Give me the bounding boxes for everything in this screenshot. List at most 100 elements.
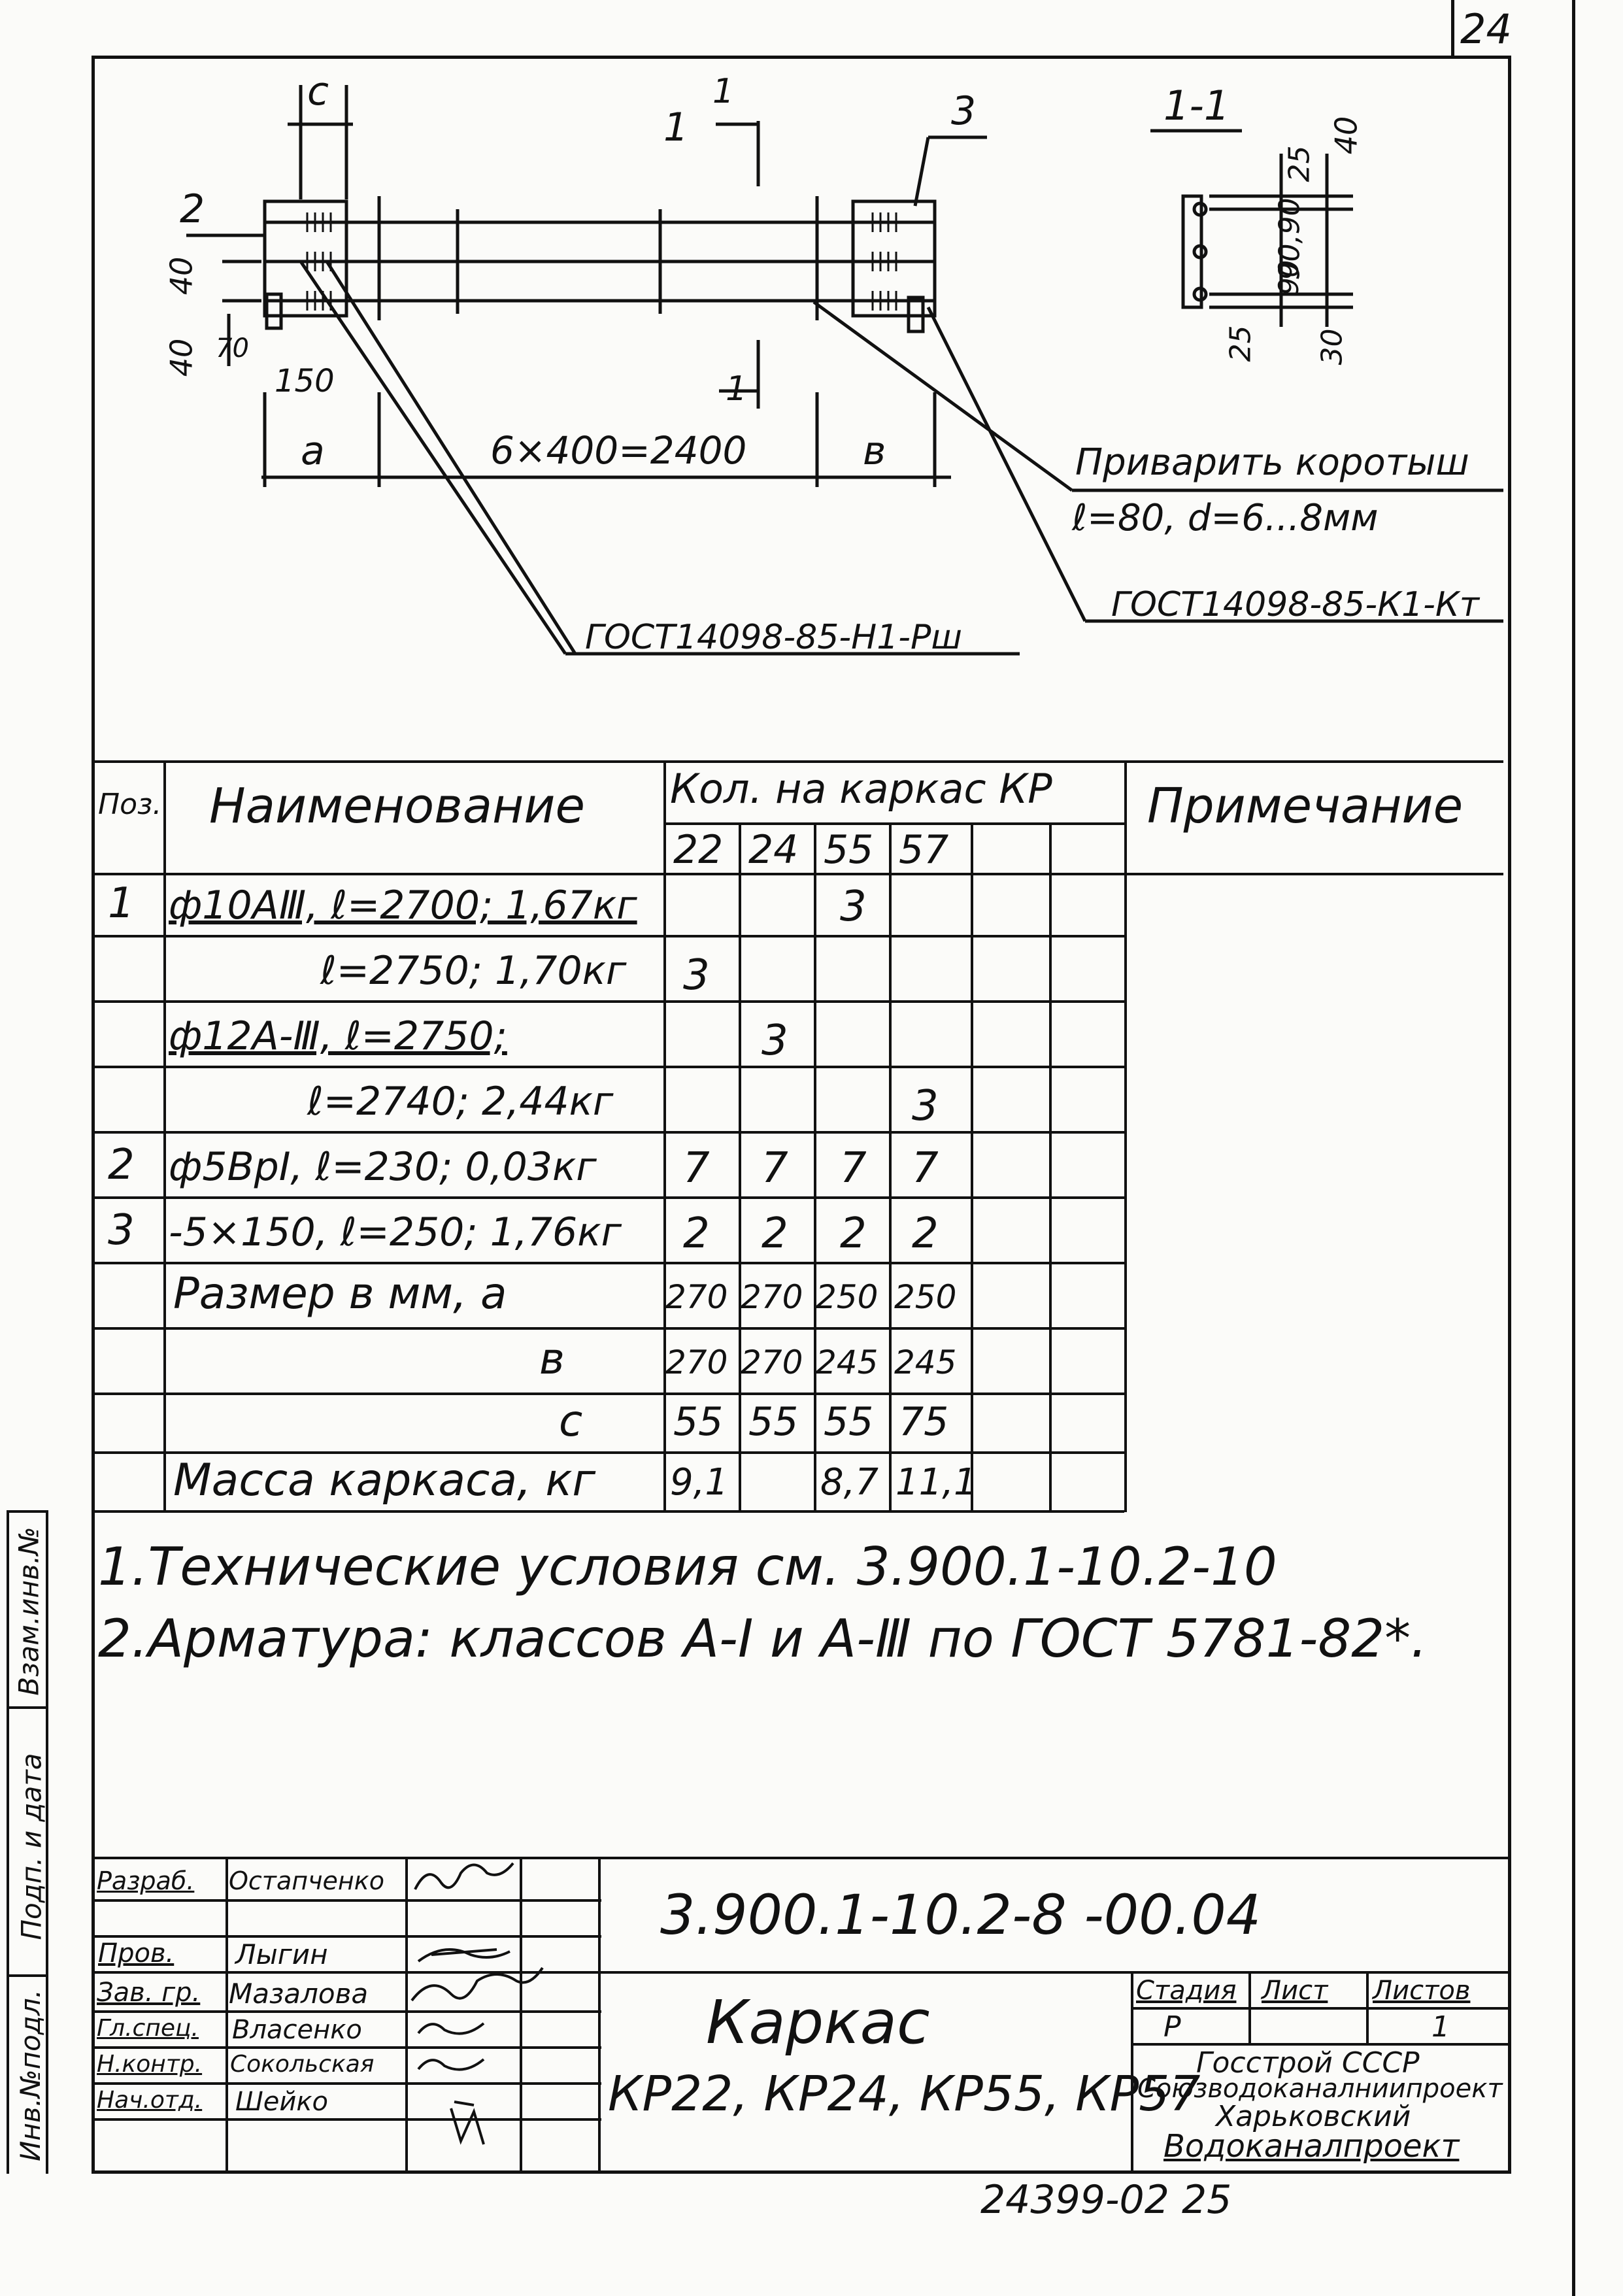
role-5: Нач.отд. <box>97 2087 203 2114</box>
gost-right: ГОСТ14098-85-К1-Кт <box>1111 585 1480 624</box>
right-plate <box>851 199 937 318</box>
stamp-vzam: Взам.инв.№ <box>12 1527 45 1696</box>
table-row-name: ℓ=2740; 2,44кг <box>307 1079 614 1124</box>
note-1: 1.Технические условия см. 3.900.1-10.2-1… <box>98 1536 1277 1597</box>
role-1: Пров. <box>98 1938 175 1968</box>
table-cell: 9,1 <box>670 1461 729 1504</box>
table-cell: 2 <box>683 1209 710 1258</box>
name-2: Мазалова <box>229 1978 369 2010</box>
table-cell: 55 <box>824 1399 874 1445</box>
role-4: Н.контр. <box>97 2051 203 2078</box>
name-1: Лыгин <box>235 1938 328 1970</box>
name-0: Остапченко <box>229 1866 384 1895</box>
section-title: 1-1 <box>1163 82 1230 129</box>
header-subline <box>663 822 1124 825</box>
table-top-line <box>92 760 1503 763</box>
org-line4: Водоканалпроект <box>1163 2128 1460 2165</box>
table-cell: 3 <box>683 951 710 1000</box>
table-row-pos: 1 <box>108 879 135 928</box>
section-mark-bottom: 1 <box>726 369 748 409</box>
footer-number: 24399-02 25 <box>980 2177 1232 2223</box>
table-cell: 2 <box>761 1209 788 1258</box>
header-col-22: 22 <box>673 827 724 873</box>
table-row-name: ℓ=2750; 1,70кг <box>320 948 627 994</box>
header-col-55: 55 <box>824 827 874 873</box>
table-cell: 2 <box>912 1209 939 1258</box>
dim-b-label: в <box>863 428 886 474</box>
header-qty: Кол. на каркас КР <box>670 765 1052 813</box>
role-0: Разраб. <box>97 1866 195 1895</box>
table-cell: 7 <box>840 1144 867 1192</box>
table-cell: 270 <box>665 1278 728 1316</box>
table-cell: 8,7 <box>820 1461 879 1504</box>
table-cell: 3 <box>912 1082 939 1130</box>
dim-c-label: c <box>307 69 329 114</box>
sheet-number-box <box>1451 0 1510 59</box>
org-line3: Харьковский <box>1216 2100 1411 2133</box>
name-3: Власенко <box>232 2015 362 2045</box>
section-mark-top: 1 <box>663 105 689 150</box>
stamp-sign-date: Подп. и дата <box>15 1753 48 1940</box>
note-2: 2.Арматура: классов А-Ⅰ и А-Ⅲ по ГОСТ 57… <box>98 1608 1428 1669</box>
table-row-name: с <box>559 1396 583 1446</box>
name-4: Сокольская <box>230 2051 375 2078</box>
table-cell: 55 <box>673 1399 724 1445</box>
title-line2: КР22, КР24, КР55, КР57 <box>608 2066 1201 2122</box>
right-border-line <box>1572 0 1575 2296</box>
table-row-name: ф12А-Ⅲ, ℓ=2750; <box>169 1013 507 1059</box>
role-2: Зав. гр. <box>97 1978 201 2008</box>
table-row-name: Масса каркаса, кг <box>173 1455 596 1506</box>
table-cell: 55 <box>748 1399 799 1445</box>
header-col-57: 57 <box>899 827 949 873</box>
title-block-top <box>92 1857 1510 1859</box>
sheet-label: Лист <box>1262 1976 1328 2006</box>
table-row-name: ф10АⅢ, ℓ=2700; 1,67кг <box>169 883 637 928</box>
sheets-value: 1 <box>1431 2010 1450 2044</box>
drawing-frame <box>92 56 1511 2174</box>
title-line1: Каркас <box>706 1987 930 2057</box>
header-col-24: 24 <box>748 827 799 873</box>
role-3: Гл.спец. <box>97 2015 199 2042</box>
header-bottom-line <box>92 873 1503 875</box>
table-cell: 245 <box>816 1343 878 1381</box>
weld-note-line2: ℓ=80, d=6...8мм <box>1072 497 1379 539</box>
table-cell: 11,1 <box>895 1461 977 1504</box>
header-pos: Поз. <box>98 788 162 821</box>
span-label: 6×400=2400 <box>490 428 747 473</box>
table-cell: 7 <box>912 1144 939 1192</box>
sheet-number: 24 <box>1460 5 1512 53</box>
weld-note-line1: Приварить коротыш <box>1075 441 1469 484</box>
table-cell: 270 <box>741 1343 803 1381</box>
reinforcement-cage-drawing <box>186 85 1503 656</box>
sheets-label: Листов <box>1373 1976 1471 2006</box>
table-row-name: ф5ВрⅠ, ℓ=230; 0,03кг <box>169 1144 597 1190</box>
table-cell: 3 <box>840 883 867 931</box>
pos-2-label: 2 <box>180 186 205 232</box>
name-5: Шейко <box>235 2087 329 2117</box>
table-cell: 2 <box>840 1209 867 1258</box>
section-mark-top2: 1 <box>712 72 735 111</box>
table-cell: 250 <box>894 1278 957 1316</box>
stamp-inv-no: Инв.№подл. <box>14 1989 47 2162</box>
table-cell: 75 <box>899 1399 949 1445</box>
stage-label: Стадия <box>1136 1976 1237 2006</box>
org-line1: Госстрой СССР <box>1196 2046 1420 2080</box>
table-cell: 250 <box>816 1278 878 1316</box>
table-row-name: -5×150, ℓ=250; 1,76кг <box>169 1209 622 1255</box>
table-row-name: в <box>539 1334 565 1384</box>
table-cell: 7 <box>761 1144 788 1192</box>
table-bottom-line <box>92 1510 1124 1513</box>
table-row-pos: 2 <box>108 1141 135 1189</box>
table-cell: 270 <box>741 1278 803 1316</box>
designation: 3.900.1-10.2-8 -00.04 <box>660 1883 1262 1947</box>
table-cell: 7 <box>683 1144 710 1192</box>
table-cell: 3 <box>761 1017 788 1065</box>
org-line2: Союзводоканалниипроект <box>1137 2074 1503 2104</box>
table-cell: 245 <box>894 1343 957 1381</box>
dim-70: 70 <box>216 333 249 363</box>
dim-a-label: a <box>301 428 325 474</box>
gost-left: ГОСТ14098-85-Н1-Рш <box>585 618 962 657</box>
stage-value: Р <box>1163 2010 1181 2044</box>
table-cell: 270 <box>665 1343 728 1381</box>
